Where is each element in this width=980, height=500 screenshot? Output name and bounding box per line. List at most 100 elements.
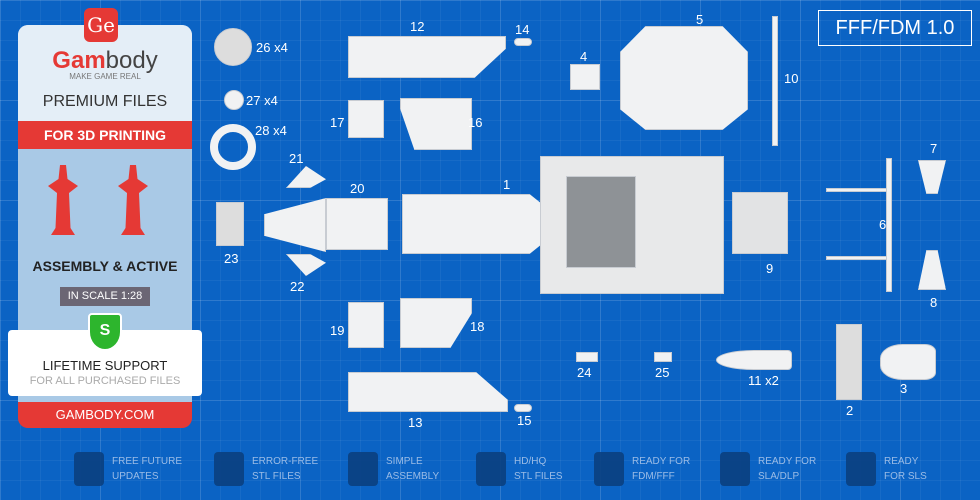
puzzle-icon: [348, 452, 378, 486]
update-arrows-icon: [74, 452, 104, 486]
part-18: [400, 298, 472, 348]
part-label: 26 x4: [256, 40, 288, 55]
part-label: 28 x4: [255, 123, 287, 138]
part-20-nose: [264, 198, 326, 252]
part-23: [216, 202, 244, 246]
part-label: 2: [846, 403, 854, 418]
feature-line: FOR SLS: [884, 471, 927, 482]
part-label: 17: [330, 115, 345, 130]
part-4: [570, 64, 600, 90]
part-label: 15: [517, 413, 532, 428]
version-badge: FFF/FDM 1.0: [818, 10, 972, 46]
feature-sla: READY FOR SLA/DLP: [720, 452, 816, 486]
part-label: 9: [766, 261, 774, 276]
part-26-wheel: [214, 28, 252, 66]
part-1-front: [402, 194, 552, 254]
feature-hd-stl: HD/HQ STL FILES: [476, 452, 563, 486]
assembly-heading: ASSEMBLY & ACTIVE: [32, 258, 178, 274]
part-label: 5: [696, 12, 704, 27]
part-22: [286, 254, 326, 276]
part-11: [716, 350, 792, 370]
gambody-logo-icon: Ge: [84, 8, 118, 42]
figure-static-icon: [48, 165, 78, 235]
feature-error-free: ERROR-FREE STL FILES: [214, 452, 318, 486]
feature-line: STL FILES: [514, 471, 563, 482]
part-label: 18: [470, 319, 485, 334]
part-25: [654, 352, 672, 362]
sls-printer-icon: [846, 452, 876, 486]
brand-part-b: body: [105, 47, 158, 74]
part-17: [348, 100, 384, 138]
slogan: MAKE GAME REAL: [69, 72, 141, 81]
part-label: 27 x4: [246, 93, 278, 108]
part-9: [732, 192, 788, 254]
scale-badge: IN SCALE 1:28: [60, 287, 150, 306]
part-5: [620, 26, 748, 130]
support-title: LIFETIME SUPPORT: [42, 358, 168, 373]
part-24: [576, 352, 598, 362]
feature-line: READY FOR: [632, 456, 691, 467]
part-label: 8: [930, 295, 938, 310]
part-label: 14: [515, 22, 530, 37]
figure-active-icon: [118, 165, 148, 235]
part-label: 23: [224, 251, 239, 266]
part-label: 24: [577, 365, 592, 380]
part-6-bar: [826, 188, 888, 192]
part-label: 22: [290, 279, 305, 294]
part-label: 3: [900, 381, 908, 396]
feature-fdm: READY FOR FDM/FFF: [594, 452, 690, 486]
part-2: [836, 324, 862, 400]
part-12: [348, 36, 506, 78]
part-label: 21: [289, 151, 304, 166]
feature-line: ASSEMBLY: [386, 471, 440, 482]
part-label: 11 x2: [748, 373, 779, 388]
feature-line: STL FILES: [252, 471, 301, 482]
brand-part-a: Gam: [52, 47, 106, 74]
part-6: [886, 158, 892, 292]
brand-name: Gambody: [18, 25, 192, 75]
for-3d-printing-banner: FOR 3D PRINTING: [18, 121, 192, 149]
part-label: 20: [350, 181, 365, 196]
feature-free-updates: FREE FUTURE UPDATES: [74, 452, 182, 486]
file-check-icon: [214, 452, 244, 486]
part-label: 25: [655, 365, 670, 380]
feature-line: ERROR-FREE: [252, 456, 319, 467]
fdm-printer-icon: [594, 452, 624, 486]
part-13: [348, 372, 508, 412]
part-21: [286, 166, 326, 188]
part-6-bar2: [826, 256, 888, 260]
part-label: 13: [408, 415, 423, 430]
part-8: [918, 250, 946, 290]
part-20: [326, 198, 388, 250]
part-10: [772, 16, 778, 146]
part-1-cockpit: [566, 176, 636, 268]
feature-line: SLA/DLP: [758, 471, 800, 482]
premium-heading: PREMIUM FILES: [42, 93, 168, 110]
part-label: 19: [330, 323, 345, 338]
part-label: 16: [468, 115, 483, 130]
sla-printer-icon: [720, 452, 750, 486]
part-label: 1: [503, 177, 511, 192]
part-28-ring: [210, 124, 256, 170]
part-27-ball: [224, 90, 244, 110]
feature-sls: READY FOR SLS: [846, 452, 927, 486]
feature-line: UPDATES: [112, 471, 159, 482]
part-label: 12: [410, 19, 425, 34]
part-label: 4: [580, 49, 588, 64]
part-7: [918, 160, 946, 194]
part-3: [880, 344, 936, 380]
feature-line: FREE FUTURE: [112, 456, 182, 467]
feature-line: HD/HQ: [514, 456, 547, 467]
feature-line: FDM/FFF: [632, 471, 675, 482]
feature-line: READY: [884, 456, 919, 467]
website-link[interactable]: GAMBODY.COM: [18, 402, 192, 428]
part-label: 10: [784, 71, 799, 86]
feature-line: READY FOR: [758, 456, 817, 467]
part-label: 6: [879, 217, 887, 232]
part-15: [514, 404, 532, 412]
bust-icon: [476, 452, 506, 486]
shield-icon: S: [88, 313, 122, 351]
part-label: 7: [930, 141, 938, 156]
